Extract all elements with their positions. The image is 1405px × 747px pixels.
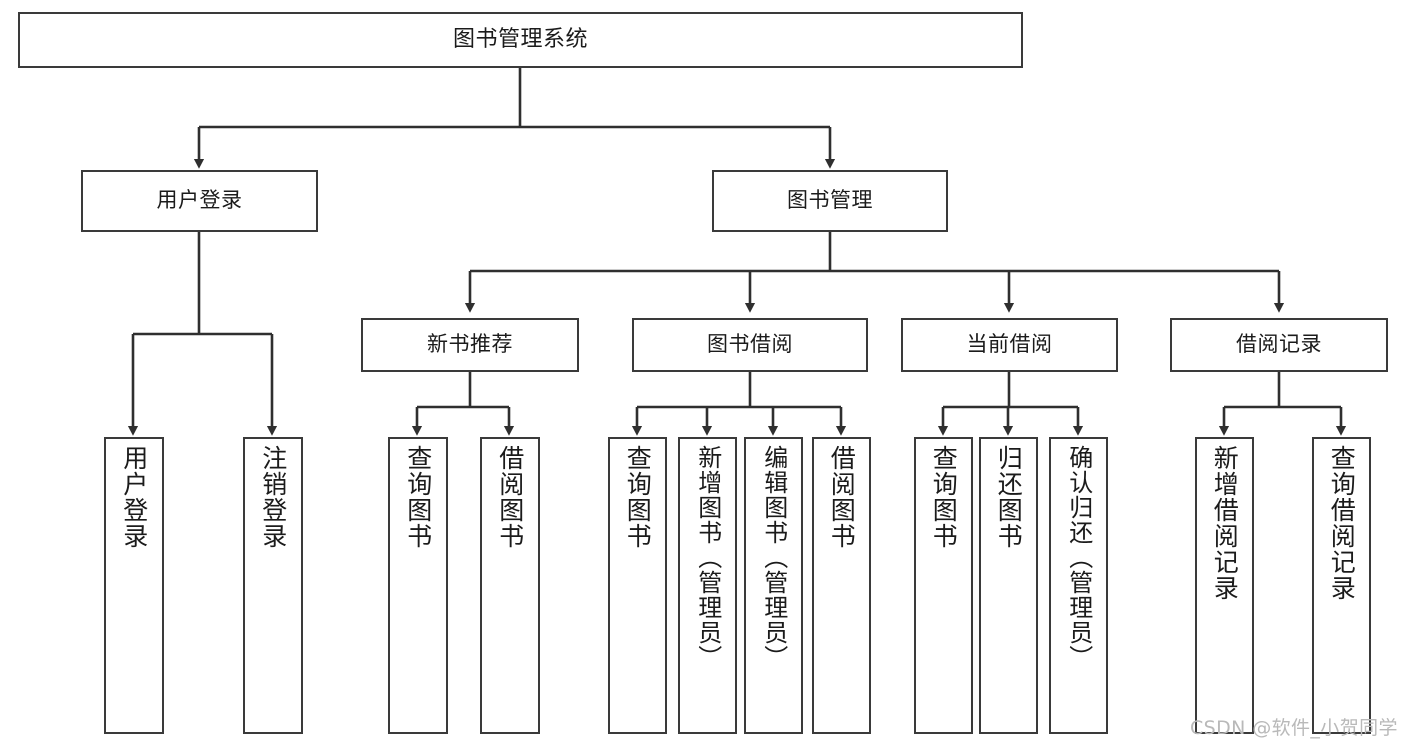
node-leaf-rec-query2-label: 查询借阅记录 (1327, 445, 1357, 601)
node-user-login-label: 用户登录 (156, 188, 243, 213)
node-leaf-cur-return-label: 归还图书 (994, 445, 1024, 549)
node-current-borrow-label: 当前借阅 (966, 332, 1053, 357)
node-leaf-cur-return[interactable]: 归还图书 (979, 437, 1038, 734)
node-leaf-rec-query-label: 查询图书 (403, 445, 433, 549)
node-leaf-rec-add-label: 新增借阅记录 (1210, 445, 1240, 601)
node-leaf-cur-query-label: 查询图书 (929, 445, 959, 549)
node-leaf-user-login-label: 用户登录 (119, 445, 149, 549)
node-borrow-record-label: 借阅记录 (1236, 332, 1322, 357)
node-leaf-user-logout[interactable]: 注销登录 (243, 437, 303, 734)
node-user-login[interactable]: 用户登录 (81, 170, 318, 232)
node-leaf-rec-borrow-label: 借阅图书 (495, 445, 525, 549)
csdn-watermark: CSDN @软件_小贺同学 (1190, 717, 1398, 739)
node-leaf-cur-confirm-label: 确认归还（管理员） (1064, 445, 1093, 670)
node-leaf-borrow-edit[interactable]: 编辑图书（管理员） (744, 437, 803, 734)
node-current-borrow[interactable]: 当前借阅 (901, 318, 1118, 372)
node-leaf-rec-query[interactable]: 查询图书 (388, 437, 448, 734)
node-leaf-borrow-query[interactable]: 查询图书 (608, 437, 667, 734)
node-leaf-user-logout-label: 注销登录 (258, 445, 288, 549)
node-borrow-record[interactable]: 借阅记录 (1170, 318, 1388, 372)
node-book-borrow-label: 图书借阅 (707, 332, 793, 357)
node-leaf-borrow-lend[interactable]: 借阅图书 (812, 437, 871, 734)
node-book-manage[interactable]: 图书管理 (712, 170, 948, 232)
node-leaf-cur-query[interactable]: 查询图书 (914, 437, 973, 734)
node-leaf-rec-query2[interactable]: 查询借阅记录 (1312, 437, 1371, 734)
node-leaf-borrow-add[interactable]: 新增图书（管理员） (678, 437, 737, 734)
node-leaf-borrow-edit-label: 编辑图书（管理员） (759, 445, 788, 670)
node-book-manage-label: 图书管理 (787, 188, 873, 213)
node-leaf-user-login[interactable]: 用户登录 (104, 437, 164, 734)
node-leaf-borrow-add-label: 新增图书（管理员） (693, 445, 722, 670)
node-root[interactable]: 图书管理系统 (18, 12, 1023, 68)
node-leaf-borrow-query-label: 查询图书 (623, 445, 653, 549)
node-leaf-rec-add[interactable]: 新增借阅记录 (1195, 437, 1254, 734)
node-book-borrow[interactable]: 图书借阅 (632, 318, 868, 372)
node-new-book-rec[interactable]: 新书推荐 (361, 318, 579, 372)
node-root-label: 图书管理系统 (452, 26, 588, 52)
node-leaf-borrow-lend-label: 借阅图书 (827, 445, 857, 549)
node-leaf-rec-borrow[interactable]: 借阅图书 (480, 437, 540, 734)
node-leaf-cur-confirm[interactable]: 确认归还（管理员） (1049, 437, 1108, 734)
node-new-book-rec-label: 新书推荐 (427, 332, 513, 357)
